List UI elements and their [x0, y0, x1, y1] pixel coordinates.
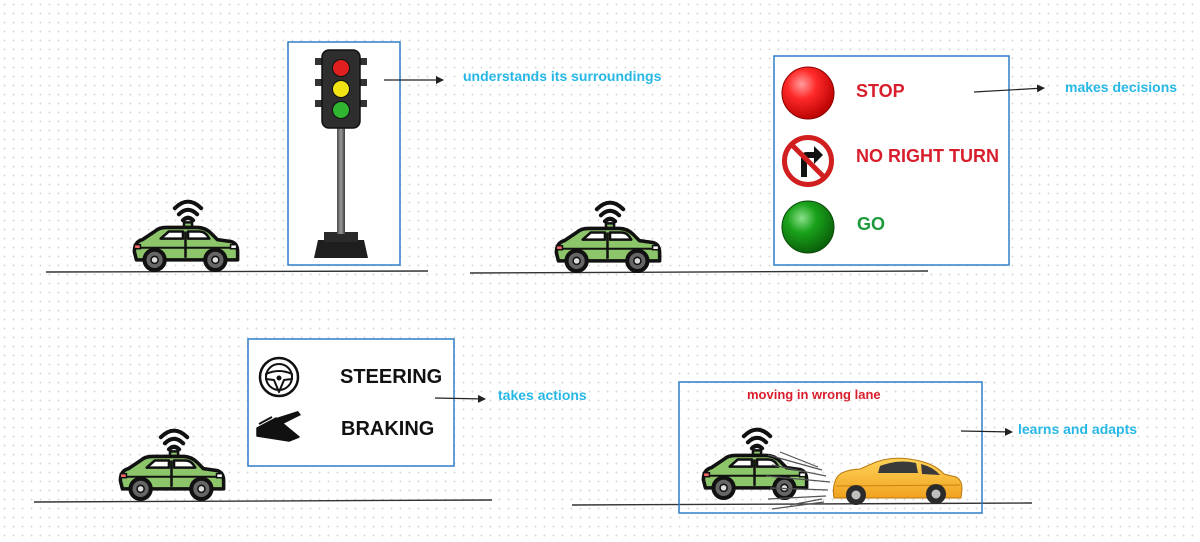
green-light-icon	[332, 101, 350, 119]
autonomous-car-icon	[120, 431, 223, 499]
control-label-steering: STEERING	[340, 366, 443, 388]
arrow	[960, 427, 1013, 436]
caption-learning: learns and adapts	[1018, 421, 1138, 437]
motion-lines-icon	[765, 451, 831, 510]
road-line	[45, 270, 429, 273]
yellow-light-icon	[332, 80, 350, 98]
traffic-light-icon	[314, 49, 368, 258]
panel-perception	[45, 41, 444, 273]
red-light-icon	[332, 59, 350, 77]
panel-action	[33, 338, 493, 503]
caption-decision: makes decisions	[1065, 79, 1178, 95]
action-frame	[247, 338, 455, 467]
autonomous-car-icon	[134, 202, 237, 270]
learning-frame	[678, 381, 983, 514]
red-circle-icon	[781, 66, 835, 120]
green-circle-icon	[781, 200, 835, 254]
panel-learning	[571, 381, 1033, 514]
arrow	[973, 84, 1045, 93]
no-right-turn-icon	[782, 135, 834, 187]
arrow	[434, 394, 486, 403]
caption-action: takes actions	[498, 387, 587, 403]
sign-label-stop: STOP	[856, 81, 905, 101]
road-line	[33, 499, 493, 503]
caption-perception: understands its surroundings	[463, 68, 662, 84]
brake-pedal-icon	[256, 411, 301, 442]
sign-label-go: GO	[857, 214, 886, 234]
control-label-braking: BRAKING	[341, 418, 435, 440]
event-label: moving in wrong lane	[747, 387, 881, 402]
autonomous-car-icon	[703, 430, 806, 498]
sign-label-no-right-turn: NO RIGHT TURN	[856, 146, 999, 166]
road-line	[571, 502, 1033, 506]
panel-decision	[469, 55, 1045, 274]
steering-wheel-icon	[258, 356, 300, 398]
taxi-car-icon	[832, 457, 963, 505]
road-line	[469, 270, 929, 274]
autonomous-car-icon	[556, 203, 659, 271]
